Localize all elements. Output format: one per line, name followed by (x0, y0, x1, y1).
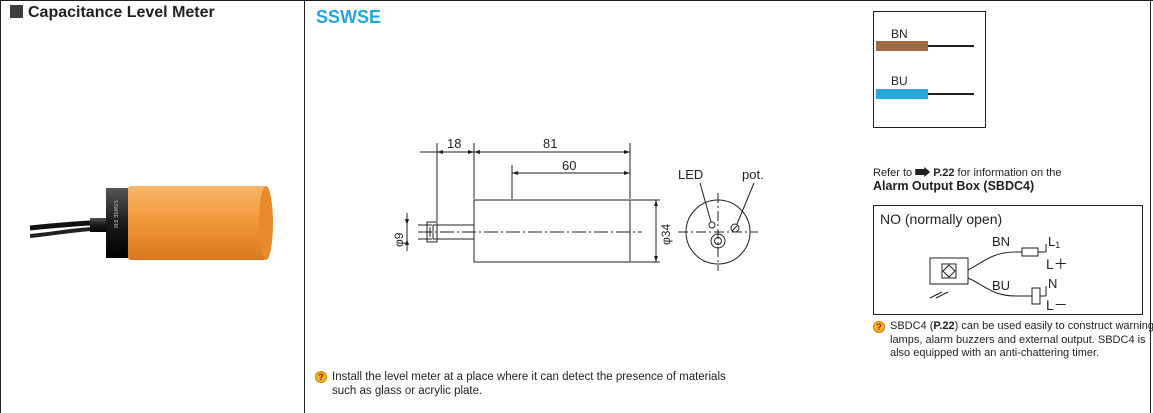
sbdc-page-link[interactable]: P.22 (933, 320, 955, 332)
sensor-photo: SSWSE IFM (30, 186, 273, 260)
square-bullet-icon (10, 5, 23, 18)
circuit-diagram: BN BU L1 L＋ N L－ (929, 234, 1068, 313)
wire-brown (876, 41, 928, 51)
sbdc-text: can be used easily to construct warning … (890, 320, 1153, 359)
dim-overall: 81 (543, 136, 557, 151)
wire-blue-label: BU (891, 74, 908, 88)
column-divider-left (304, 0, 305, 413)
section-title: Capacitance Level Meter (10, 4, 215, 22)
wiring-diagram: BN BU (876, 27, 974, 99)
install-note-text: Install the level meter at a place where… (332, 371, 726, 397)
wire-blue (876, 89, 928, 99)
tip-icon: ? (315, 371, 327, 383)
circuit-n: N (1048, 276, 1057, 291)
wiring-box: BN BU (873, 11, 986, 128)
circuit-l1: L (1048, 234, 1055, 249)
circuit-l-plus: L＋ (1046, 256, 1068, 272)
svg-text:L1: L1 (1048, 234, 1060, 250)
alarm-reference: Refer to P.22 for information on the Ala… (873, 167, 1143, 193)
left-border (0, 0, 1, 413)
section-title-text: Capacitance Level Meter (28, 4, 215, 21)
dim-body: 60 (562, 158, 576, 173)
circuit-l-minus: L－ (1046, 297, 1068, 313)
circuit-box: NO (normally open) BN BU L1 L＋ N L－ (873, 205, 1143, 315)
circuit-mode-title: NO (normally open) (880, 211, 1003, 227)
wire-brown-label: BN (891, 27, 908, 41)
sbdc-note: ? SBDC4 (P.22) can be used easily to con… (873, 320, 1153, 361)
tip-icon: ? (873, 321, 885, 333)
refer-prefix: Refer to (873, 167, 913, 179)
label-pot: pot. (742, 167, 764, 182)
dim-cable-dia: φ9 (392, 232, 406, 247)
model-name: SSWSE (316, 7, 382, 27)
circuit-bn: BN (992, 234, 1010, 249)
install-note: ? Install the level meter at a place whe… (315, 370, 752, 398)
refer-page-link[interactable]: P.22 (933, 167, 955, 179)
label-led: LED (678, 167, 703, 182)
circuit-l1-sub: 1 (1055, 240, 1060, 250)
dim-body-dia: φ34 (659, 224, 673, 245)
svg-text:SSWSE IFM: SSWSE IFM (112, 200, 118, 228)
column-divider-right (1150, 0, 1151, 413)
alarm-box-title: Alarm Output Box (SBDC4) (873, 179, 1035, 193)
reference-arrow-icon (915, 167, 931, 177)
top-border (0, 0, 1153, 1)
refer-suffix: for information on the (957, 167, 1062, 179)
dimension-drawing: 81 18 60 φ9 φ34 LED pot. (392, 136, 764, 271)
dim-cable: 18 (447, 136, 461, 151)
sbdc-model: SBDC4 (890, 320, 927, 332)
circuit-bu: BU (992, 278, 1010, 293)
